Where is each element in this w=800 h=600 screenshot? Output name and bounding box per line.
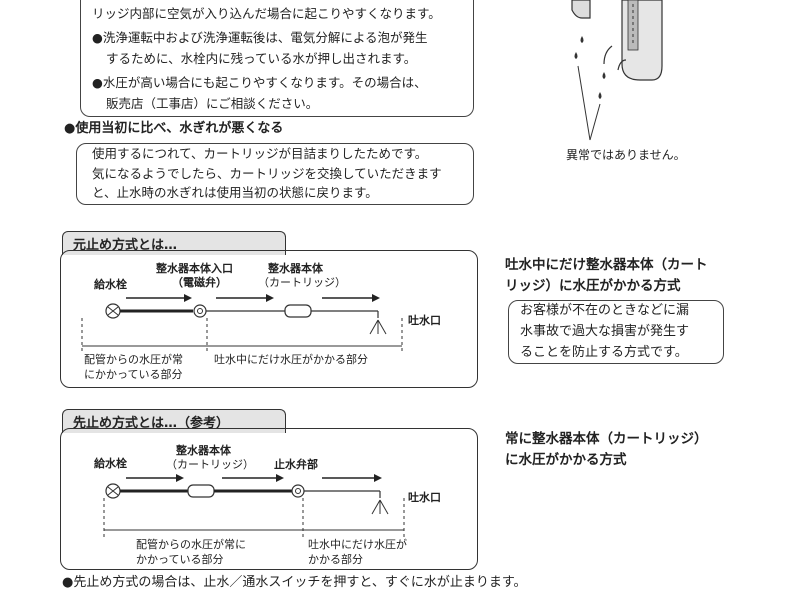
diagram1-tab: 元止め方式とは…: [62, 231, 286, 255]
note-bullet: ●洗浄運転中および洗浄運転後は、電気分解による泡が発生: [92, 30, 428, 45]
label-body: 整水器本体: [176, 444, 231, 457]
diagram1-desc-bracket: [508, 300, 724, 364]
diagram1-desc-title: 吐水中にだけ整水器本体（カート: [505, 257, 708, 273]
label-valve: （電磁弁）: [172, 276, 227, 289]
label-outlet: 吐水口: [408, 314, 441, 327]
label-cartridge: （カートリッジ）: [258, 276, 346, 289]
bottom-left-label: にかかっている部分: [84, 368, 183, 381]
diagram2-tab: 先止め方式とは…（参考）: [62, 409, 286, 433]
bottom-left-label: 配管からの水圧が常: [84, 353, 183, 366]
note-line: するために、水栓内に残っている水が押し出されます。: [106, 51, 417, 66]
illustration-caption: 異常ではありません。: [566, 148, 686, 162]
note-line: 販売店（工事店）にご相談ください。: [106, 96, 319, 111]
note-bullet: ●水圧が高い場合にも起こりやすくなります。その場合は、: [92, 75, 427, 90]
diagram1-desc-title: リッジ）に水圧がかかる方式: [505, 278, 681, 294]
section-bracket: [76, 143, 474, 205]
diagram2-desc-title: 常に整水器本体（カートリッジ）: [505, 431, 708, 447]
notes-bracket: [80, 0, 474, 117]
label-body-inlet: 整水器本体入口: [156, 262, 233, 275]
section-heading: ●使用当初に比べ、水ぎれが悪くなる: [64, 121, 284, 136]
label-outlet: 吐水口: [408, 491, 441, 504]
bottom-right-label: 吐水中にだけ水圧が: [308, 538, 407, 551]
label-body: 整水器本体: [268, 262, 323, 275]
bottom-right-label: かかる部分: [308, 553, 363, 566]
diagram1-desc-text: お客様が不在のときなどに漏: [520, 303, 690, 318]
diagram2-desc-title: に水圧がかかる方式: [505, 452, 627, 468]
label-inlet: 給水栓: [94, 457, 127, 470]
label-inlet: 給水栓: [94, 278, 127, 291]
diagram2-box: [60, 428, 478, 570]
footer-note: ●先止め方式の場合は、止水／通水スイッチを押すと、すぐに水が止まります。: [62, 575, 527, 590]
bottom-right-label: 吐水中にだけ水圧がかかる部分: [214, 353, 368, 366]
label-valve: 止水弁部: [274, 458, 318, 471]
note-line: リッジ内部に空気が入り込んだ場合に起こりやすくなります。: [92, 6, 441, 21]
diagram1-desc-text: 水事故で過大な損害が発生す: [520, 324, 690, 339]
section-text: 気になるようでしたら、カートリッジを交換していただきます: [92, 166, 442, 181]
diagram1-box: [60, 250, 478, 388]
bottom-left-label: 配管からの水圧が常に: [136, 538, 246, 551]
label-cartridge: （カートリッジ）: [166, 458, 254, 471]
section-text: 使用するにつれて、カートリッジが目詰まりしたためです。: [92, 146, 428, 161]
section-text: と、止水時の水ぎれは使用当初の状態に戻ります。: [92, 185, 378, 200]
diagram1-desc-text: ることを防止する方式です。: [520, 345, 688, 360]
bottom-left-label: かかっている部分: [136, 553, 224, 566]
